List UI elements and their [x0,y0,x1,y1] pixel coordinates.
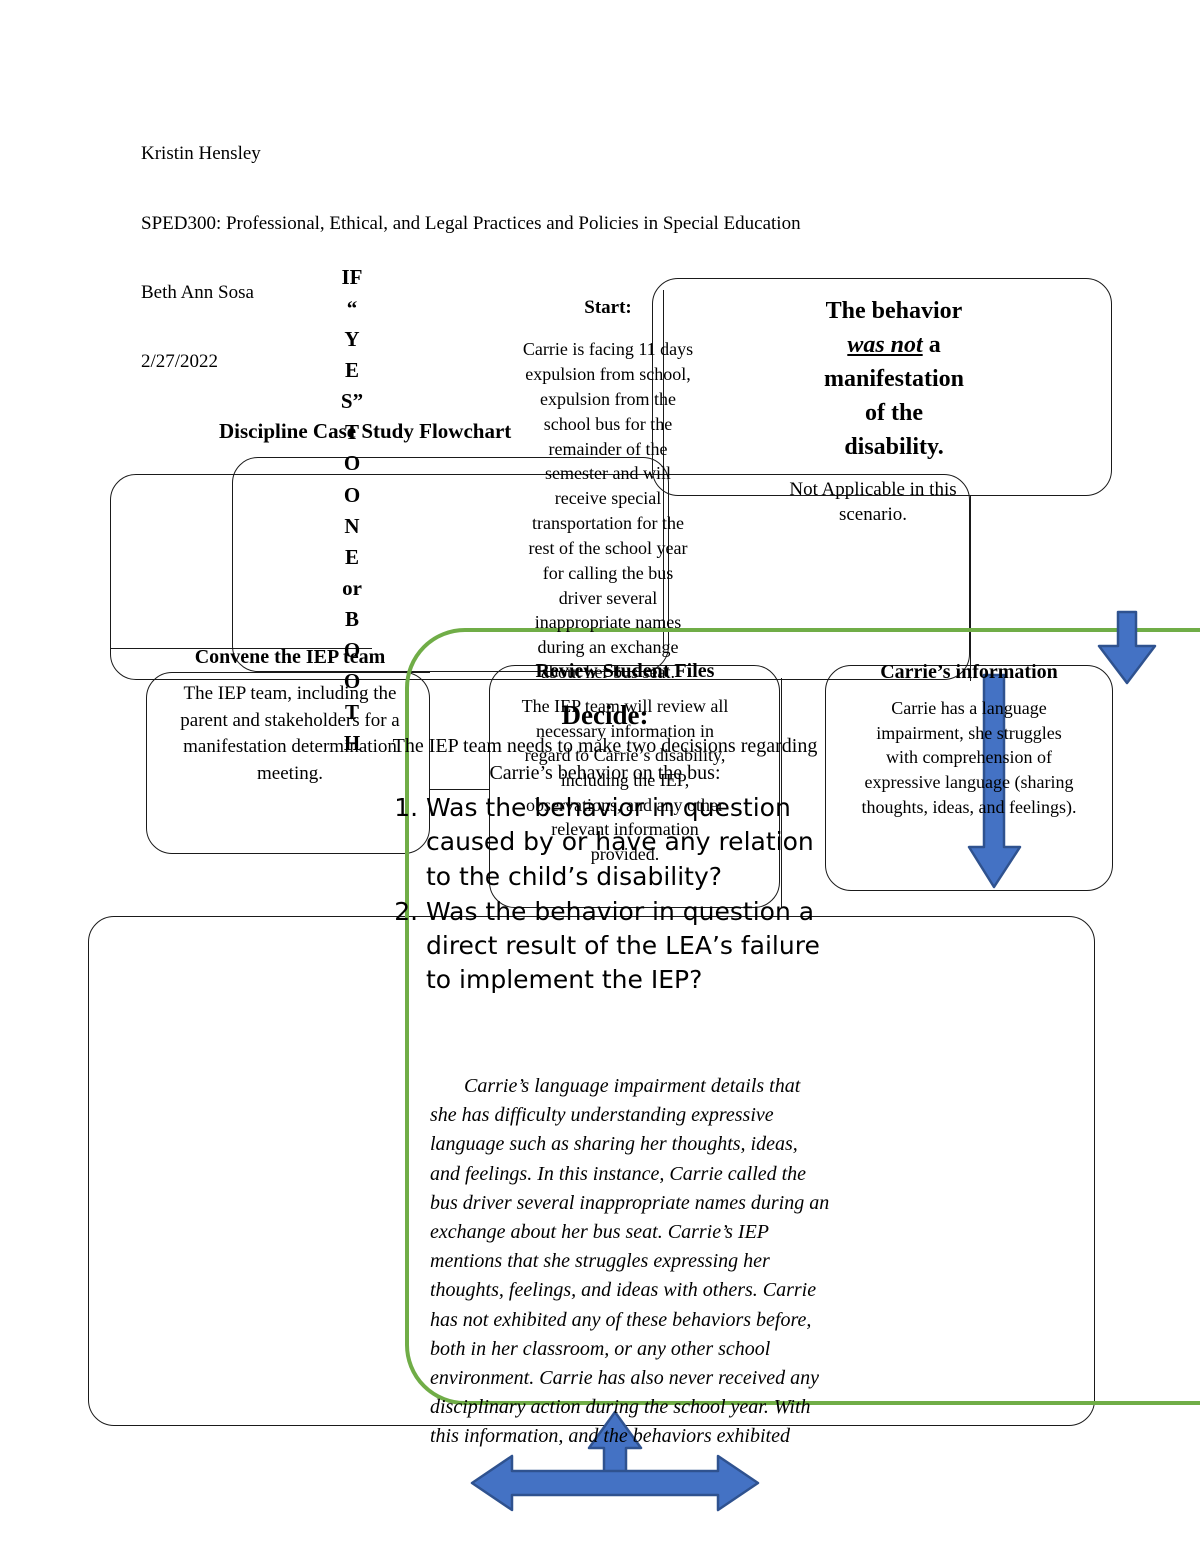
carrie-info-node-shape [825,665,1113,891]
start-node-heading: Start: [584,297,632,318]
carrie-info-heading: Carrie’s information [880,661,1058,683]
vertical-char: H [343,731,361,756]
convene-node-text: Convene the IEP team The IEP team, inclu… [178,645,402,787]
vertical-char: O [343,451,361,476]
review-node-text: Review Student Files The IEP team will r… [516,659,734,867]
vertical-char: “ [346,296,358,321]
connector-line [110,648,372,649]
arrow-down-icon [966,673,1024,890]
manifestation-emphasis: was not [847,332,923,359]
connector-line [430,789,489,790]
connector-line [970,495,971,681]
manifestation-node-text: The behavior was not a manifestation of … [768,294,1020,464]
decide-node-rationale: Carrie’s language impairment details tha… [430,1075,830,1448]
decide-node-heading: Decide: [561,700,649,730]
instructor-name: Beth Ann Sosa [141,282,254,303]
review-node-body: The IEP team will review all necessary i… [521,696,729,864]
course-title: SPED300: Professional, Ethical, and Lega… [141,213,801,234]
carrie-info-node-text: Carrie’s information Carrie has a langua… [860,660,1078,819]
manifestation-node-shape [652,278,1112,496]
review-node-heading: Review Student Files [535,660,715,682]
decide-node-shape [88,916,1095,1426]
decide-node-lead: The IEP team needs to make two decisions… [392,735,818,785]
vertical-char: B [344,606,359,631]
green-outline-shape [405,628,1200,1405]
assignment-date: 2/27/2022 [141,351,219,372]
vertical-char: O [343,482,361,507]
not-applicable-node-shape [110,474,970,680]
decide-question-2: Was the behavior in question a direct re… [426,895,820,998]
arrow-down-icon [1095,610,1159,686]
connector-line [232,672,430,673]
not-applicable-node-text: Not Applicable in this scenario. [789,479,957,525]
vertical-char: O [343,637,361,662]
vertical-char: T [344,420,359,445]
convene-node-heading: Convene the IEP team [194,646,386,668]
vertical-condition-label: IF “ Y E S” T O O N E or B O O T H [330,262,374,759]
manifestation-line-2-tail: a [922,332,941,359]
connector-line [781,678,782,908]
start-node-body: Carrie is facing 11 days expulsion from … [522,339,694,682]
decide-question-1: Was the behavior in question caused by o… [426,791,820,894]
vertical-char: S” [340,389,364,414]
manifestation-line-5: disability. [844,434,944,461]
manifestation-line-1: The behavior [825,298,963,324]
vertical-char: IF [341,265,363,289]
manifestation-line-3: manifestation [824,366,964,393]
connector-line [663,290,664,648]
student-name: Kristin Hensley [141,143,261,164]
decide-node-text: Decide: The IEP team needs to make two d… [390,700,820,999]
page-title: Discipline Case Study Flowchart [219,419,512,443]
arrow-left-right-icon [470,1452,760,1514]
convene-node-body: The IEP team, including the parent and s… [180,683,400,784]
vertical-char: E [344,358,359,383]
vertical-char: T [344,700,359,725]
review-node-shape [489,665,780,908]
vertical-char: N [344,513,360,538]
carrie-info-body: Carrie has a language impairment, she st… [861,698,1077,817]
vertical-char: E [344,544,359,569]
vertical-char: O [343,669,361,694]
vertical-char: or [342,575,362,600]
decide-question-list: Was the behavior in question caused by o… [390,791,820,998]
manifestation-line-4: of the [865,400,923,427]
start-node-text: Start: Carrie is facing 11 days expulsio… [520,295,696,685]
vertical-char: Y [344,327,360,352]
